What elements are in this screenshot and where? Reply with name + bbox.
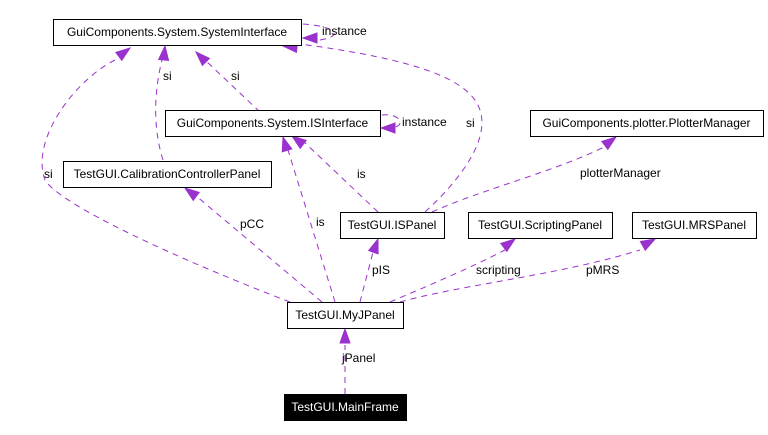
- edge-MyJPanel-to-CalibrationControllerPanel: pCC: [183, 187, 323, 303]
- edge-ISInterface-to-ISInterface: instance: [379, 114, 447, 134]
- edge-CalibrationControllerPanel-to-SystemInterface: si: [155, 44, 172, 161]
- arrowhead-icon: [301, 32, 318, 44]
- node-label: GuiComponents.System.SystemInterface: [67, 25, 287, 39]
- arrowhead-icon: [367, 237, 379, 255]
- edge-line: [359, 251, 374, 303]
- node-label: TestGUI.MyJPanel: [295, 308, 394, 322]
- arrowhead-icon: [290, 135, 308, 150]
- edge-label: instance: [322, 24, 367, 38]
- edge-ISPanel-to-PlotterManager: plotterManager: [431, 136, 661, 213]
- arrowhead-icon: [339, 327, 351, 344]
- edge-ISPanel-to-ISInterface: is: [290, 135, 379, 213]
- edge-line: [299, 43, 483, 213]
- edge-label: si: [163, 69, 172, 83]
- node-box[interactable]: [632, 212, 757, 239]
- node-MyJPanel[interactable]: TestGUI.MyJPanel: [287, 302, 404, 329]
- edge-line: [41, 59, 291, 303]
- node-ScriptingPanel[interactable]: TestGUI.ScriptingPanel: [468, 212, 613, 239]
- node-label: GuiComponents.System.ISInterface: [177, 116, 369, 130]
- edge-label: pCC: [240, 217, 264, 231]
- node-box[interactable]: [287, 302, 404, 329]
- edge-label: si: [231, 69, 240, 83]
- arrowhead-icon: [639, 238, 657, 252]
- arrowhead-icon: [183, 187, 201, 202]
- edge-label: pMRS: [586, 263, 619, 277]
- edge-label: instance: [402, 115, 447, 129]
- edge-line: [194, 194, 323, 303]
- edge-label: is: [357, 167, 366, 181]
- node-box[interactable]: [63, 161, 272, 188]
- node-box[interactable]: [530, 110, 764, 137]
- node-PlotterManager[interactable]: GuiComponents.plotter.PlotterManager: [530, 110, 764, 137]
- arrowhead-icon: [157, 44, 170, 61]
- edge-label: si: [44, 167, 53, 181]
- edge-SystemInterface-to-SystemInterface: instance: [301, 23, 367, 44]
- node-box[interactable]: [165, 110, 381, 137]
- edge-ISInterface-to-SystemInterface: si: [194, 50, 261, 113]
- edge-label: pIS: [372, 263, 390, 277]
- edge-label: scripting: [476, 263, 521, 277]
- node-ISPanel[interactable]: TestGUI.ISPanel: [340, 212, 445, 239]
- edge-MyJPanel-to-MRSPanel: pMRS: [399, 238, 657, 303]
- node-ISInterface[interactable]: GuiComponents.System.ISInterface: [165, 110, 381, 137]
- edge-label: jPanel: [341, 351, 375, 365]
- edge-MainFrame-to-MyJPanel: jPanel: [339, 327, 375, 394]
- edge-MyJPanel-to-ISInterface: is: [281, 135, 336, 303]
- node-CalibrationControllerPanel[interactable]: TestGUI.CalibrationControllerPanel: [63, 161, 272, 188]
- edge-MyJPanel-to-ScriptingPanel: scripting: [389, 238, 521, 303]
- edge-line: [381, 114, 401, 128]
- edge-line: [431, 144, 609, 213]
- edges-layer: instance instance si si si si is is plotterManag…: [41, 23, 661, 394]
- node-label: TestGUI.ISPanel: [348, 218, 437, 232]
- node-box[interactable]: [284, 394, 407, 421]
- node-SystemInterface[interactable]: GuiComponents.System.SystemInterface: [53, 19, 302, 46]
- node-label: TestGUI.CalibrationControllerPanel: [74, 167, 261, 181]
- edge-line: [301, 139, 379, 213]
- edge-line: [155, 59, 164, 161]
- nodes-layer: GuiComponents.System.SystemInterfaceGuiC…: [53, 19, 764, 421]
- arrowhead-icon: [379, 122, 396, 134]
- edge-label: si: [466, 116, 475, 130]
- edge-label: is: [316, 215, 325, 229]
- edge-line: [287, 149, 336, 303]
- arrowhead-icon: [281, 135, 293, 153]
- edge-line: [204, 59, 261, 113]
- arrowhead-icon: [600, 136, 618, 151]
- edge-MyJPanel-to-ISPanel: pIS: [359, 237, 390, 303]
- node-label: GuiComponents.plotter.PlotterManager: [542, 116, 750, 130]
- node-MRSPanel[interactable]: TestGUI.MRSPanel: [632, 212, 757, 239]
- arrowhead-icon: [114, 47, 132, 62]
- arrowhead-icon: [499, 238, 517, 253]
- node-label: TestGUI.MainFrame: [291, 400, 399, 414]
- arrowhead-icon: [194, 50, 211, 67]
- node-label: TestGUI.MRSPanel: [642, 218, 746, 232]
- edge-MyJPanel-to-SystemInterface: si: [41, 47, 291, 303]
- edge-label: plotterManager: [580, 166, 661, 180]
- node-label: TestGUI.ScriptingPanel: [478, 218, 602, 232]
- node-box[interactable]: [468, 212, 613, 239]
- node-box[interactable]: [340, 212, 445, 239]
- node-box[interactable]: [53, 19, 302, 46]
- edge-line: [399, 249, 641, 303]
- edge-line: [389, 249, 506, 303]
- node-MainFrame[interactable]: TestGUI.MainFrame: [284, 394, 407, 421]
